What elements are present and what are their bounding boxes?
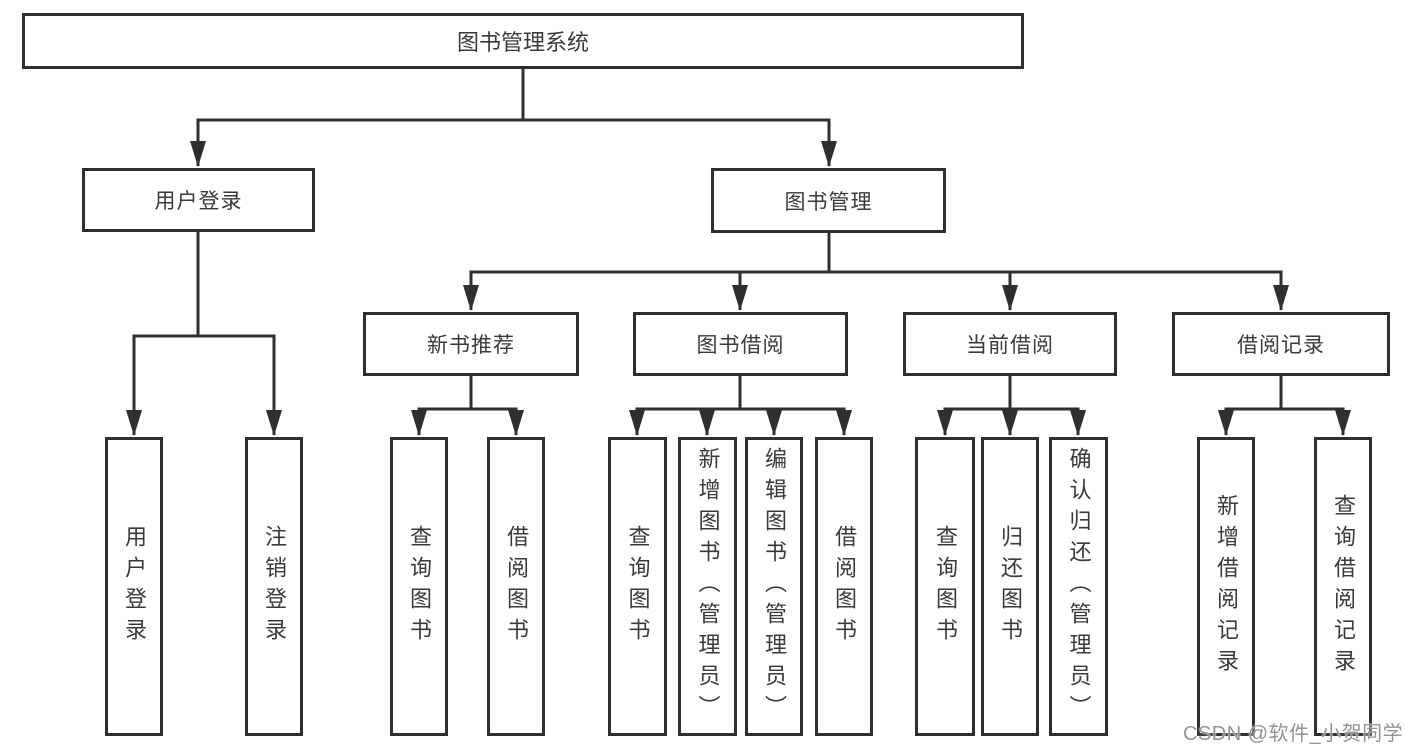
- node-borrow-records: 借阅记录: [1172, 312, 1390, 376]
- node-leaf-add-borrow-record-label: 新增借阅记录: [1214, 493, 1239, 680]
- node-leaf-logout-label: 注销登录: [262, 524, 287, 649]
- csdn-watermark: CSDN @软件_小贺同学: [1183, 723, 1404, 745]
- node-root-label: 图书管理系统: [456, 30, 589, 55]
- node-leaf-add-borrow-record: 新增借阅记录: [1197, 437, 1255, 736]
- node-leaf-query-books-2: 查询图书: [608, 437, 667, 736]
- node-leaf-edit-book-admin-label: 编辑图书（管理员）: [762, 447, 787, 726]
- node-leaf-edit-book-admin: 编辑图书（管理员）: [745, 437, 803, 736]
- node-leaf-return-book: 归还图书: [981, 437, 1039, 736]
- node-leaf-confirm-return-admin-label: 确认归还（管理员）: [1066, 447, 1092, 726]
- node-leaf-add-book-admin: 新增图书（管理员）: [678, 437, 737, 736]
- node-book-management-label: 图书管理: [784, 190, 873, 214]
- node-leaf-query-books-2-label: 查询图书: [625, 524, 651, 649]
- node-leaf-query-books-1-label: 查询图书: [407, 524, 432, 649]
- node-leaf-query-books-3: 查询图书: [915, 437, 975, 736]
- node-current-borrow: 当前借阅: [903, 312, 1117, 376]
- node-leaf-borrow-books-2-label: 借阅图书: [832, 524, 857, 649]
- node-leaf-logout: 注销登录: [245, 437, 303, 736]
- node-leaf-confirm-return-admin: 确认归还（管理员）: [1049, 437, 1108, 736]
- node-leaf-return-book-label: 归还图书: [998, 524, 1023, 649]
- node-leaf-query-borrow-record-label: 查询借阅记录: [1331, 493, 1356, 680]
- node-leaf-borrow-books-2: 借阅图书: [815, 437, 873, 736]
- node-user-login-label: 用户登录: [154, 190, 243, 213]
- node-leaf-query-books-3-label: 查询图书: [933, 524, 958, 649]
- node-new-book-recommend: 新书推荐: [363, 312, 579, 376]
- node-leaf-user-login-label: 用户登录: [122, 524, 147, 649]
- node-leaf-user-login: 用户登录: [105, 437, 163, 736]
- node-leaf-borrow-books-1: 借阅图书: [487, 437, 545, 736]
- node-book-borrow-label: 图书借阅: [696, 334, 785, 357]
- node-borrow-records-label: 借阅记录: [1237, 334, 1325, 357]
- node-leaf-add-book-admin-label: 新增图书（管理员）: [695, 447, 721, 726]
- node-book-management: 图书管理: [711, 168, 946, 233]
- node-leaf-query-books-1: 查询图书: [390, 437, 448, 736]
- node-new-book-recommend-label: 新书推荐: [427, 334, 515, 357]
- node-leaf-borrow-books-1-label: 借阅图书: [504, 524, 529, 649]
- node-book-borrow: 图书借阅: [633, 312, 848, 376]
- node-leaf-query-borrow-record: 查询借阅记录: [1314, 437, 1372, 736]
- node-user-login: 用户登录: [82, 168, 315, 232]
- node-current-borrow-label: 当前借阅: [966, 334, 1054, 357]
- node-root: 图书管理系统: [22, 13, 1024, 69]
